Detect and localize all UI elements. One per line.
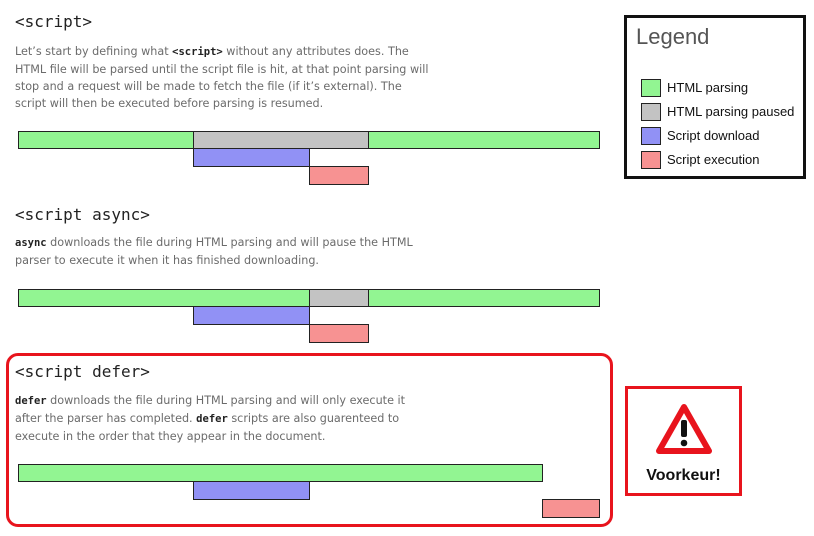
bar-html-parsing xyxy=(368,131,600,149)
section-description: defer downloads the file during HTML par… xyxy=(15,394,405,443)
section-heading: <script async> xyxy=(15,205,150,224)
legend-swatch xyxy=(641,127,661,145)
preferred-callout: Voorkeur! xyxy=(625,386,742,496)
section-heading: <script> xyxy=(15,12,93,31)
bar-script-execution xyxy=(309,166,369,185)
legend-swatch xyxy=(641,103,661,121)
bar-script-download xyxy=(193,148,310,167)
bar-html-parsing xyxy=(18,464,543,482)
legend: Legend HTML parsing HTML parsing paused … xyxy=(624,15,806,179)
highlight-frame xyxy=(6,353,613,527)
bar-script-download xyxy=(193,481,310,500)
legend-label: Script execution xyxy=(667,152,760,167)
bar-html-parsing xyxy=(18,131,194,149)
legend-title: Legend xyxy=(636,24,710,49)
bar-html-parsing xyxy=(18,289,310,307)
legend-swatch xyxy=(641,151,661,169)
bar-html-parsing-paused xyxy=(309,289,369,307)
legend-swatch xyxy=(641,79,661,97)
legend-label: HTML parsing paused xyxy=(667,104,795,119)
bar-script-execution xyxy=(309,324,369,343)
bar-html-parsing-paused xyxy=(193,131,369,149)
legend-label: HTML parsing xyxy=(667,80,749,95)
bar-script-execution xyxy=(542,499,600,518)
bar-html-parsing xyxy=(368,289,600,307)
bar-script-download xyxy=(193,306,310,325)
legend-label: Script download xyxy=(667,128,760,143)
section-description: async downloads the file during HTML par… xyxy=(15,236,413,267)
warning-icon xyxy=(656,404,712,454)
section-heading: <script defer> xyxy=(15,362,150,381)
callout-label: Voorkeur! xyxy=(646,467,721,484)
section-description: Let’s start by defining what <script> wi… xyxy=(15,45,429,110)
